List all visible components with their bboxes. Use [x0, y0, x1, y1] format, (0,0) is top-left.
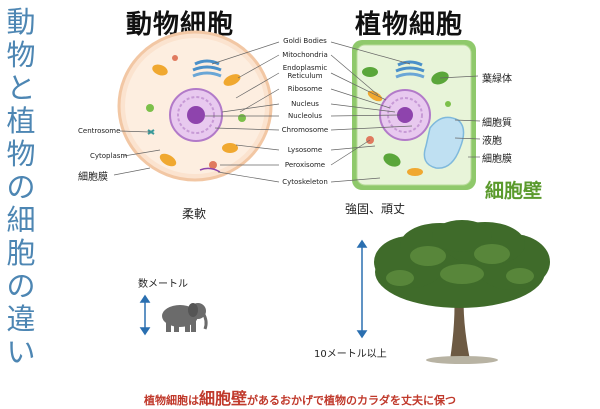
label-peroxisome: Peroxisome [284, 161, 326, 169]
label-nucleus: Nucleus [291, 100, 319, 108]
footer-caption: 植物細胞は細胞壁があるおかげで植物のカラダを丈夫に保つ [0, 385, 600, 409]
label-ribosome: Ribosome [287, 85, 323, 93]
animal-size-text: 数メートル [138, 279, 188, 290]
label-lysosome: Lysosome [287, 146, 323, 154]
vertical-title: 動物と植物の細胞の違い [6, 5, 36, 369]
label-centrosome: Centrosome [78, 127, 121, 135]
footer-part2: があるおかげで植物のカラダを丈夫に保つ [247, 394, 456, 407]
animal-quality: 柔軟 [182, 207, 207, 221]
plant-size-text: 10メートル以上 [314, 349, 387, 360]
label-animal-cell-membrane: 細胞膜 [78, 172, 108, 183]
footer-emphasis: 細胞壁 [198, 389, 247, 408]
label-cytoplasm: Cytoplasm [90, 152, 128, 160]
label-mitochondria: Mitochondria [282, 51, 328, 59]
size-arrows [139, 239, 368, 339]
label-plant-cell-membrane: 細胞膜 [482, 154, 512, 165]
label-goldi-bodies: Goldi Bodies [283, 37, 327, 45]
label-cytoskeleton: Cytoskeleton [282, 178, 328, 186]
elephant-illustration [162, 303, 208, 332]
footer-part1: 植物細胞は [143, 394, 199, 407]
tree-illustration [374, 220, 550, 364]
plant-cell-title: 植物細胞 [355, 10, 464, 40]
label-chromosome: Chromosome [281, 126, 329, 134]
plant-cell [352, 40, 476, 190]
animal-cell [117, 30, 273, 182]
leader-lines [113, 41, 481, 183]
label-cytoplasm-jp: 細胞質 [482, 118, 512, 129]
label-endoplasmic-reticulum: Endoplasmic Reticulum [282, 64, 328, 80]
label-nucleolus: Nucleolus [287, 112, 323, 120]
label-cell-wall: 細胞壁 [485, 180, 543, 202]
label-chloroplast: 葉緑体 [482, 74, 512, 85]
plant-quality: 強固、頑丈 [345, 202, 406, 216]
label-vacuole: 液胞 [482, 136, 502, 147]
